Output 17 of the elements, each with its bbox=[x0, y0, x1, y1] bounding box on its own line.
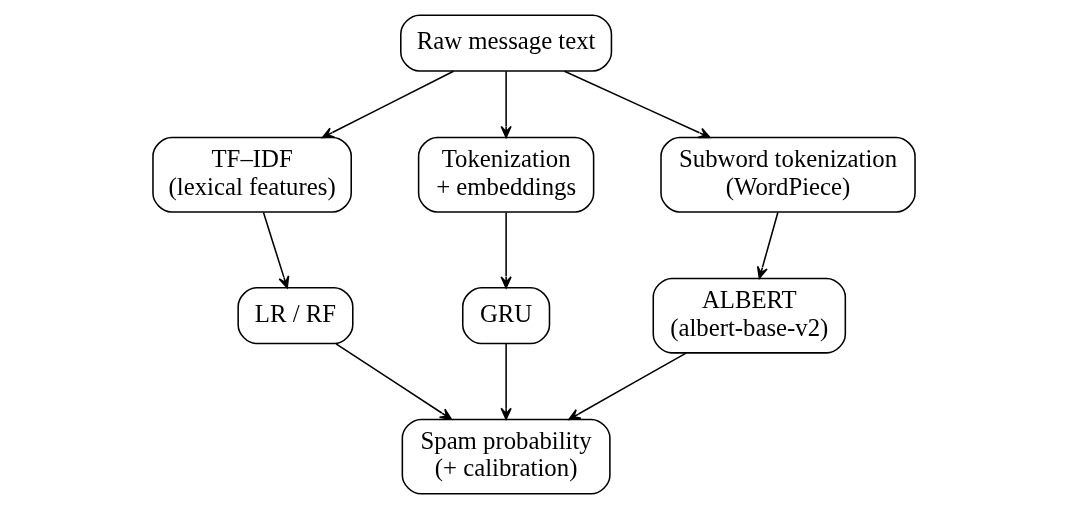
arrow bbox=[499, 342, 512, 420]
node-box: GRU bbox=[461, 286, 550, 344]
node-box: ALBERT (albert-base-v2) bbox=[652, 277, 846, 354]
arrow bbox=[567, 351, 687, 420]
node-box: LR / RF bbox=[236, 286, 354, 344]
arrow bbox=[499, 70, 512, 138]
node-box: TF–IDF (lexical features) bbox=[151, 136, 352, 213]
node-box: Spam probability (+ calibration) bbox=[401, 418, 611, 495]
arrow bbox=[756, 211, 779, 279]
arrow bbox=[321, 70, 454, 138]
arrow bbox=[334, 342, 452, 420]
node-box: Subword tokenization (WordPiece) bbox=[659, 136, 916, 213]
arrow bbox=[499, 211, 512, 288]
node-box: Tokenization + embeddings bbox=[417, 136, 594, 213]
arrow bbox=[262, 211, 289, 288]
node-box: Raw message text bbox=[399, 13, 612, 72]
arrow bbox=[563, 70, 711, 138]
